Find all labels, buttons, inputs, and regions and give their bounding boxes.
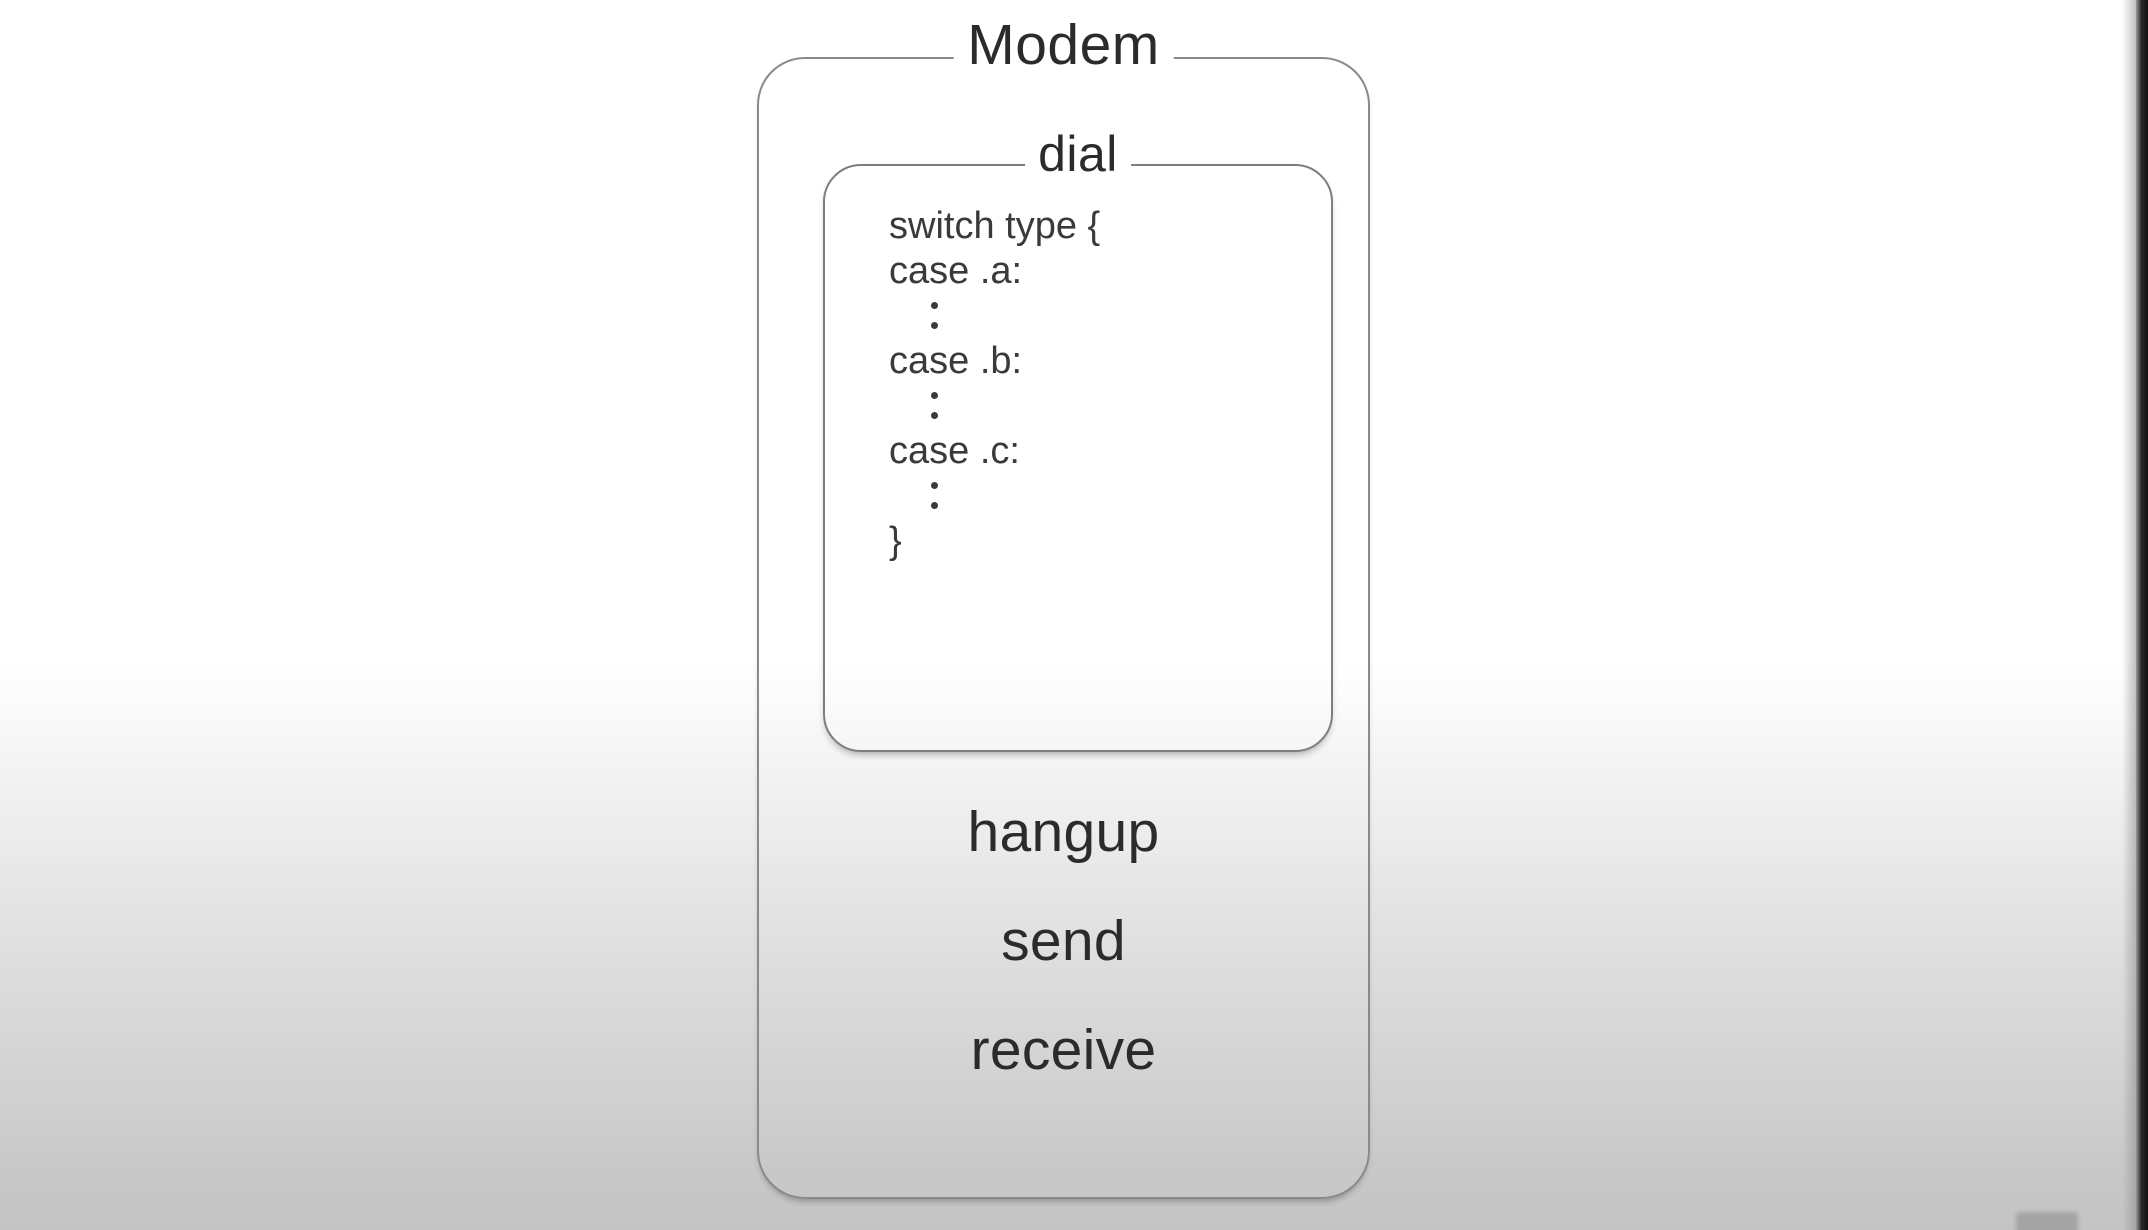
ellipsis-dot-icon [931, 412, 938, 419]
ellipsis-dot-icon [931, 302, 938, 309]
method-name-send: send [1001, 909, 1126, 973]
code-line: case .c: [889, 430, 1020, 472]
ellipsis-dot-icon [931, 322, 938, 329]
modem-type-box: Modem dial switch type { case .a: case .… [757, 17, 1370, 1199]
ellipsis-dot-icon [931, 502, 938, 509]
code-line: switch type { [889, 205, 1101, 247]
ellipsis-dot-icon [931, 392, 938, 399]
dial-method-title: dial [1025, 129, 1131, 179]
code-line: case .b: [889, 340, 1023, 382]
method-name-receive: receive [970, 1018, 1157, 1082]
dial-code-block: switch type { case .a: case .b: case .c: [889, 204, 1311, 564]
code-line: } [889, 520, 902, 562]
code-ellipsis-marker [889, 474, 1311, 519]
modem-type-title: Modem [953, 17, 1174, 74]
modem-method-list: hangup send receive [759, 804, 1368, 1079]
bottom-right-artifact [2016, 1212, 2078, 1230]
right-edge-letterbox [2136, 0, 2148, 1230]
dial-method-box: dial switch type { case .a: case .b: cas… [823, 129, 1333, 752]
right-edge-shade [2122, 0, 2136, 1230]
method-name-hangup: hangup [967, 800, 1160, 864]
ellipsis-dot-icon [931, 482, 938, 489]
code-ellipsis-marker [889, 294, 1311, 339]
code-ellipsis-marker [889, 384, 1311, 429]
code-line: case .a: [889, 250, 1023, 292]
